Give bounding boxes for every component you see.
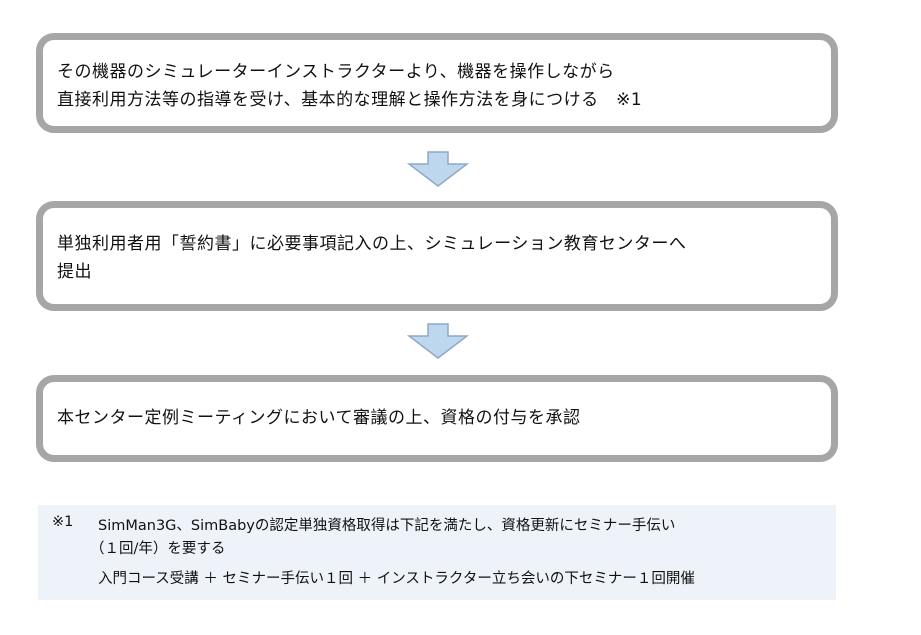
footnote-line-2: （１回/年）を要する bbox=[90, 541, 226, 557]
step-3-text: 本センター定例ミーティングにおいて審議の上、資格の付与を承認 bbox=[57, 404, 580, 432]
step-3-line-1: 本センター定例ミーティングにおいて審議の上、資格の付与を承認 bbox=[57, 408, 581, 428]
step-2-line-1: 単独利用者用「誓約書」に必要事項記入の上、シミュレーション教育センターへ bbox=[57, 234, 687, 254]
down-arrow-icon bbox=[407, 151, 469, 187]
step-3-box: 本センター定例ミーティングにおいて審議の上、資格の付与を承認 bbox=[36, 375, 838, 462]
footnote-line-1: SimMan3G、SimBabyの認定単独資格取得は下記を満たし、資格更新にセミ… bbox=[98, 518, 676, 534]
footnote-mark: ※1 bbox=[52, 514, 74, 530]
step-1-text: その機器のシミュレーターインストラクターより、機器を操作しながら 直接利用方法等… bbox=[57, 58, 642, 114]
footnote-line-3: 入門コース受講 ＋ セミナー手伝い１回 ＋ インストラクター立ち会いの下セミナー… bbox=[98, 571, 695, 587]
footnote: ※1 SimMan3G、SimBabyの認定単独資格取得は下記を満たし、資格更新… bbox=[38, 505, 836, 600]
step-2-text: 単独利用者用「誓約書」に必要事項記入の上、シミュレーション教育センターへ 提出 bbox=[57, 230, 686, 286]
down-arrow-icon bbox=[407, 323, 469, 359]
step-2-line-2: 提出 bbox=[57, 262, 92, 282]
step-1-line-2: 直接利用方法等の指導を受け、基本的な理解と操作方法を身につける ※1 bbox=[57, 90, 643, 110]
step-1-line-1: その機器のシミュレーターインストラクターより、機器を操作しながら bbox=[57, 62, 615, 82]
step-1-box: その機器のシミュレーターインストラクターより、機器を操作しながら 直接利用方法等… bbox=[36, 33, 838, 133]
step-2-box: 単独利用者用「誓約書」に必要事項記入の上、シミュレーション教育センターへ 提出 bbox=[36, 201, 838, 311]
